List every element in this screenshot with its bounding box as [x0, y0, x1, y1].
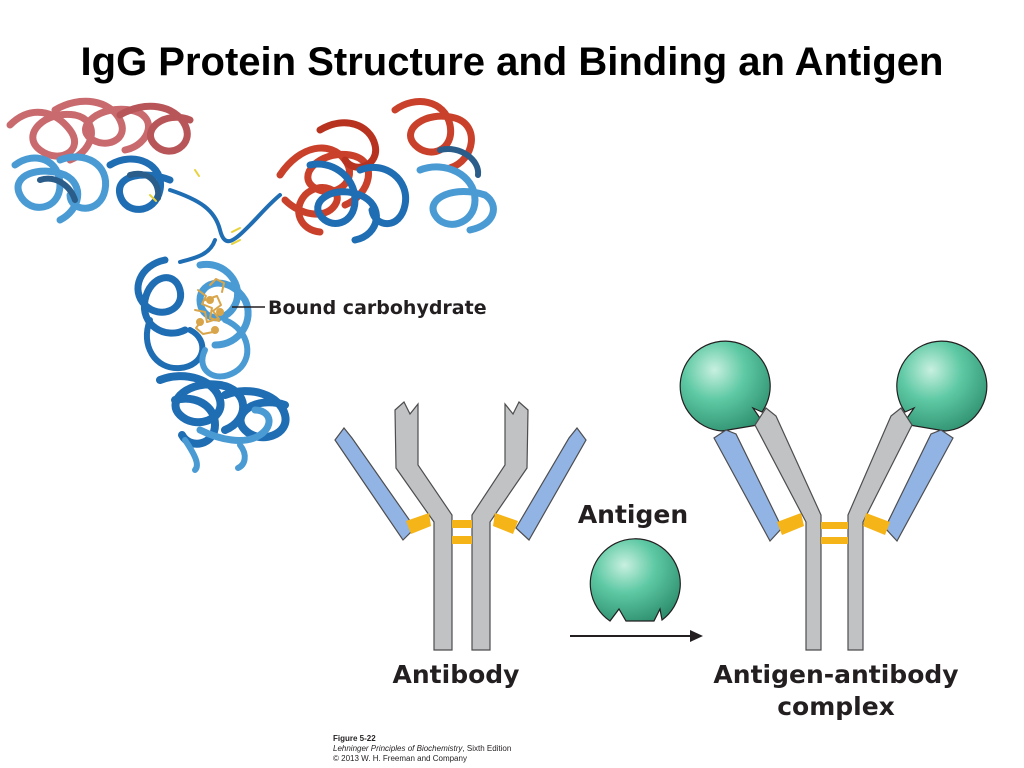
complex-disulfide-hinge-2	[821, 537, 848, 544]
complex-disulfide-right	[863, 513, 890, 535]
ribbon-disulfide	[149, 169, 241, 245]
antibody-disulfide-left	[406, 513, 431, 534]
antibody-label: Antibody	[393, 660, 520, 689]
complex-light-chain-right	[884, 429, 954, 543]
book-edition: , Sixth Edition	[462, 744, 512, 753]
antibody-light-chain-left	[334, 427, 416, 541]
complex-disulfide-left	[777, 513, 804, 535]
hinge-ribbon-2	[178, 238, 217, 264]
complex-disulfide-hinge-1	[821, 522, 848, 529]
fc-ribbon	[134, 256, 290, 473]
antigen-label: Antigen	[578, 500, 688, 529]
complex-label-line2: complex	[777, 692, 895, 721]
figure-credit: Figure 5-22 Lehninger Principles of Bioc…	[333, 734, 511, 764]
figure-number: Figure 5-22	[333, 734, 376, 743]
book-title: Lehninger Principles of Biochemistry	[333, 744, 463, 753]
complex-schematic	[679, 340, 988, 651]
carbohydrate-label: Bound carbohydrate	[268, 297, 487, 319]
slide-title: IgG Protein Structure and Binding an Ant…	[80, 40, 944, 84]
complex-heavy-chain-right	[847, 407, 913, 651]
antibody-heavy-chain-right	[471, 401, 529, 651]
free-antigen	[589, 538, 681, 622]
antibody-heavy-chain-left	[394, 401, 453, 651]
antibody-light-chain-right	[515, 427, 587, 541]
complex-label-line1: Antigen-antibody	[713, 660, 958, 689]
hinge-ribbon	[168, 188, 282, 244]
antibody-disulfide-hinge-2	[452, 536, 472, 544]
fab-right-ribbon	[276, 98, 497, 244]
complex-heavy-chain-left	[754, 407, 822, 651]
igg-ribbon-structure	[6, 97, 497, 473]
complex-light-chain-left	[713, 429, 783, 543]
book-citation: Lehninger Principles of Biochemistry, Si…	[333, 744, 511, 754]
bound-antigen-right	[896, 340, 988, 432]
reaction-arrow	[570, 630, 703, 642]
antibody-schematic	[334, 401, 587, 651]
carbohydrate-cluster	[194, 278, 225, 335]
fab-left-ribbon	[6, 97, 194, 224]
copyright-notice: © 2013 W. H. Freeman and Company	[333, 754, 467, 763]
bound-antigen-left	[679, 340, 771, 432]
antibody-disulfide-right	[493, 513, 518, 534]
antibody-disulfide-hinge-1	[452, 520, 472, 528]
